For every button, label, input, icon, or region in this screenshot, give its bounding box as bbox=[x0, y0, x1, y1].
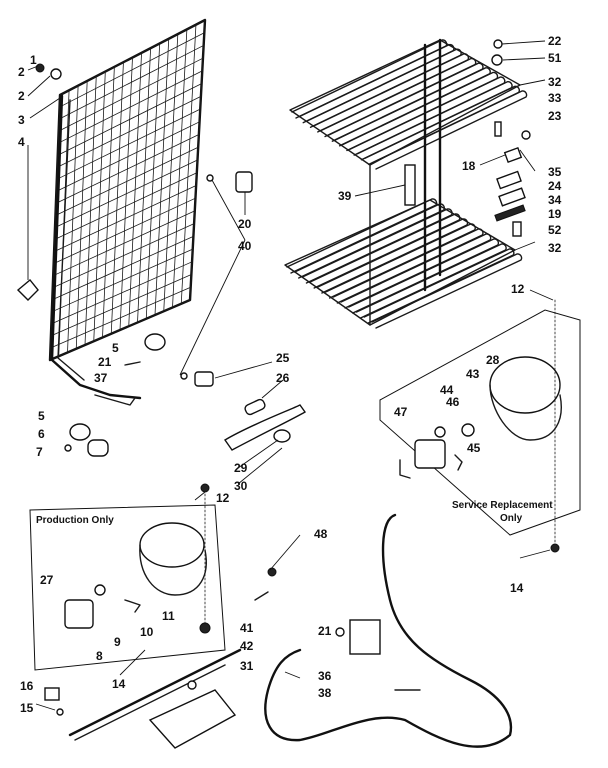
callout-30: 30 bbox=[234, 479, 248, 493]
evaporator-small-parts bbox=[491, 39, 531, 237]
part-8-relay bbox=[64, 599, 94, 629]
callout-23: 23 bbox=[548, 109, 562, 123]
callout-14: 14 bbox=[510, 581, 524, 595]
callout-14: 14 bbox=[112, 677, 126, 691]
evaporator-assembly bbox=[284, 38, 528, 329]
callout-3: 3 bbox=[18, 113, 25, 127]
callout-32: 32 bbox=[548, 75, 562, 89]
left-hardware bbox=[16, 63, 307, 457]
service-label-line2: Only bbox=[500, 513, 523, 524]
service-label-line1: Service Replacement bbox=[452, 500, 553, 511]
part-16 bbox=[44, 687, 60, 701]
callout-21: 21 bbox=[98, 355, 112, 369]
production-only-box: Production Only bbox=[29, 483, 226, 671]
callout-35: 35 bbox=[548, 165, 562, 179]
part-29-drier bbox=[223, 404, 307, 451]
callout-22: 22 bbox=[548, 34, 562, 48]
service-compressor bbox=[489, 356, 561, 414]
callout-51: 51 bbox=[548, 51, 562, 65]
callout-5: 5 bbox=[38, 409, 45, 423]
callout-40: 40 bbox=[238, 239, 252, 253]
callout-43: 43 bbox=[466, 367, 480, 381]
callout-28: 28 bbox=[486, 353, 500, 367]
callout-31: 31 bbox=[240, 659, 254, 673]
callout-52: 52 bbox=[548, 223, 562, 237]
callout-27: 27 bbox=[40, 573, 54, 587]
callout-4: 4 bbox=[18, 135, 25, 149]
bottom-assembly bbox=[44, 513, 513, 749]
callout-42: 42 bbox=[240, 639, 254, 653]
part-5-lower bbox=[69, 423, 91, 441]
defrost-heater-part bbox=[404, 164, 416, 206]
callout-33: 33 bbox=[548, 91, 562, 105]
callout-25: 25 bbox=[276, 351, 290, 365]
callout-15: 15 bbox=[20, 701, 34, 715]
callout-20: 20 bbox=[238, 217, 252, 231]
callout-19: 19 bbox=[548, 207, 562, 221]
callout-9: 9 bbox=[114, 635, 121, 649]
callout-44: 44 bbox=[440, 383, 454, 397]
callout-7: 7 bbox=[36, 445, 43, 459]
callout-37: 37 bbox=[94, 371, 108, 385]
part-31-bracket bbox=[148, 689, 237, 749]
callout-45: 45 bbox=[467, 441, 481, 455]
callout-2: 2 bbox=[18, 65, 25, 79]
callout-41: 41 bbox=[240, 621, 254, 635]
callout-47: 47 bbox=[394, 405, 408, 419]
callout-5: 5 bbox=[112, 341, 119, 355]
part-46-relay bbox=[414, 439, 446, 469]
service-replacement-box: Service Replacement Only bbox=[379, 299, 581, 553]
part-25 bbox=[194, 371, 214, 387]
callout-16: 16 bbox=[20, 679, 34, 693]
part-38-box bbox=[349, 619, 381, 655]
callout-29: 29 bbox=[234, 461, 248, 475]
callout-11: 11 bbox=[162, 609, 175, 623]
callout-48: 48 bbox=[314, 527, 328, 541]
callout-8: 8 bbox=[96, 649, 103, 663]
callout-34: 34 bbox=[548, 193, 562, 207]
callout-12: 12 bbox=[511, 282, 525, 296]
callout-12: 12 bbox=[216, 491, 230, 505]
production-label: Production Only bbox=[36, 515, 114, 526]
callout-21: 21 bbox=[318, 624, 332, 638]
callout-10: 10 bbox=[140, 625, 154, 639]
part-26 bbox=[244, 398, 266, 416]
callout-24: 24 bbox=[548, 179, 562, 193]
callout-39: 39 bbox=[338, 189, 352, 203]
callout-36: 36 bbox=[318, 669, 332, 683]
callout-46: 46 bbox=[446, 395, 460, 409]
callout-32: 32 bbox=[548, 241, 562, 255]
callout-1: 1 bbox=[30, 53, 37, 67]
callout-38: 38 bbox=[318, 686, 332, 700]
callout-26: 26 bbox=[276, 371, 290, 385]
callout-18: 18 bbox=[462, 159, 476, 173]
part-20 bbox=[235, 171, 253, 193]
callout-6: 6 bbox=[38, 427, 45, 441]
production-compressor bbox=[139, 522, 205, 568]
condenser-grid-panel bbox=[48, 18, 207, 406]
callout-2: 2 bbox=[18, 89, 25, 103]
part-7-relay bbox=[87, 439, 109, 457]
leader-lines bbox=[27, 40, 554, 711]
